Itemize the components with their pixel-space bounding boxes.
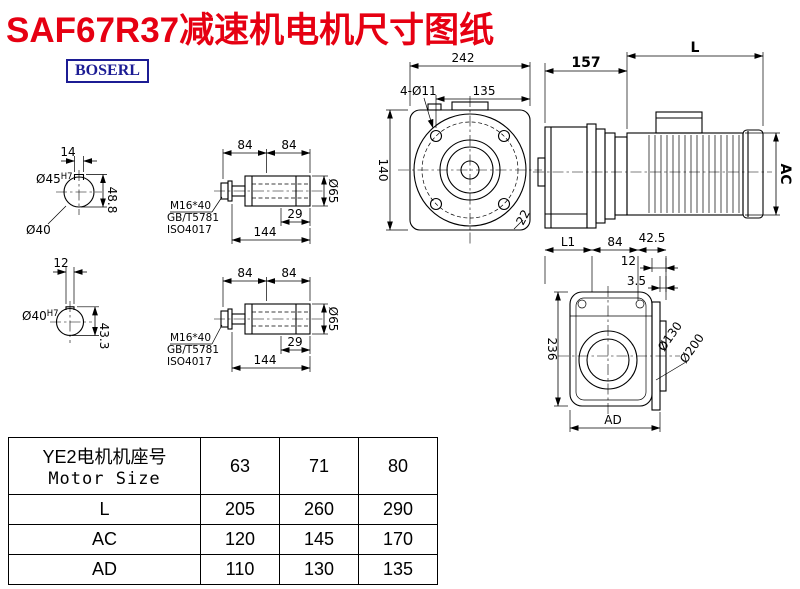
- bore-height-dim: 48.8: [105, 187, 119, 214]
- bolt-hole: [429, 197, 443, 211]
- shaft-end-view-bottom: 12 Ø40H7 43.3: [22, 256, 111, 349]
- motor-size-label-cn: YE2电机机座号: [42, 447, 167, 467]
- value-cell: 120: [200, 524, 280, 555]
- hollow-shaft-view-top: 84 84 29 144 Ø65 M16*40 GB/T5781 ISO4017: [167, 138, 340, 244]
- value-cell: 145: [279, 524, 359, 555]
- total-length-dim: 144: [254, 225, 277, 239]
- bore-dia-label: Ø45H7: [36, 172, 73, 186]
- top-boss: [451, 101, 489, 111]
- motor-size-label-en: Motor Size: [48, 469, 161, 489]
- corner-dim: 22: [513, 207, 533, 227]
- keyway-width-dim: 12: [53, 256, 68, 270]
- value-cell: 170: [358, 524, 438, 555]
- brand-logo: BOSERL: [66, 59, 149, 83]
- shaft-bore: [460, 160, 480, 180]
- upper-dim: 135: [473, 84, 496, 98]
- shaft-end-view-top: 14 Ø45H7 48.8 Ø40: [26, 145, 119, 237]
- l1-dim: L1: [561, 235, 575, 249]
- fan-cover: [742, 129, 764, 219]
- cooling-fins: [648, 135, 740, 213]
- d12-dim: 12: [621, 254, 636, 268]
- motor-flange: [614, 136, 628, 216]
- motor-size-header-cell: YE2电机机座号 Motor Size: [8, 437, 201, 495]
- screw-standard-iso: ISO4017: [167, 356, 212, 368]
- total-length-dim: 144: [254, 353, 277, 367]
- bolt-holes-note: 4-Ø11: [400, 84, 437, 98]
- seg-a-dim: 84: [237, 266, 252, 280]
- screw-standard-gb: GB/T5781: [167, 212, 219, 224]
- value-cell: 135: [358, 554, 438, 585]
- outer-dia-label: Ø40: [26, 223, 51, 237]
- height-dim: 140: [376, 159, 390, 182]
- d35-dim: 3.5: [627, 274, 646, 288]
- terminal-box: [655, 111, 703, 134]
- motor-length-dim: L: [691, 40, 700, 56]
- rear-view: L1 84 42.5 12 3.5 236 AD Ø130: [544, 231, 707, 432]
- shaft-dia-dim: Ø65: [326, 307, 340, 332]
- keyway-slot: [73, 173, 85, 180]
- keyway-width-dim: 14: [60, 145, 75, 159]
- value-cell: 290: [358, 494, 438, 525]
- height-dim: 236: [545, 338, 559, 361]
- row-label: AD: [8, 554, 201, 585]
- row-label: AC: [8, 524, 201, 555]
- bore-height-dim: 43.3: [97, 323, 111, 350]
- screw-standard-iso: ISO4017: [167, 224, 212, 236]
- page-title: SAF67R37减速机电机尺寸图纸: [6, 11, 495, 50]
- size-71-cell: 71: [279, 437, 359, 495]
- value-cell: 260: [279, 494, 359, 525]
- bolt-hole: [429, 129, 443, 143]
- table-row-AC: AC 120 145 170: [8, 524, 438, 555]
- bolt-hole: [497, 129, 511, 143]
- screw-spec: M16*40: [170, 332, 211, 344]
- bore-dia-label: Ø40H7: [22, 309, 59, 323]
- mid-dim: 84: [607, 235, 622, 249]
- table-row-AD: AD 110 130 135: [8, 554, 438, 585]
- bore-circle: [55, 307, 85, 337]
- motor-size-table: YE2电机机座号 Motor Size 63 71 80 L 205 260 2…: [8, 437, 438, 585]
- key-length-dim: 29: [287, 207, 302, 221]
- seg-a-dim: 84: [237, 138, 252, 152]
- seg-b-dim: 84: [281, 266, 296, 280]
- gear-length-dim: 157: [571, 55, 600, 71]
- value-cell: 130: [279, 554, 359, 585]
- key-length-dim: 29: [287, 335, 302, 349]
- depth-dim: AD: [604, 413, 621, 427]
- shaft-body: [244, 175, 311, 207]
- shaft-body: [244, 303, 311, 335]
- bore-circle: [63, 176, 95, 208]
- flange-dim: 42.5: [639, 231, 666, 245]
- bolt-hole: [635, 299, 645, 309]
- bolt-hole: [497, 197, 511, 211]
- keyway-slot: [65, 306, 75, 310]
- flange-circle: [413, 113, 527, 227]
- side-view: 157 L AC: [533, 40, 793, 229]
- value-cell: 205: [200, 494, 280, 525]
- output-bore-circle: [578, 330, 638, 390]
- size-80-cell: 80: [358, 437, 438, 495]
- motor-dia-dim: AC: [777, 163, 793, 184]
- bolt-circle: [421, 121, 519, 219]
- table-header-row: YE2电机机座号 Motor Size 63 71 80: [8, 437, 438, 495]
- technical-drawing: 14 Ø45H7 48.8 Ø40 12 Ø40H7 43.3: [22, 40, 793, 432]
- width-dim: 242: [452, 51, 475, 65]
- front-view: 242 135 4-Ø11 140 22: [376, 51, 542, 244]
- row-label: L: [8, 494, 201, 525]
- shaft-dia-dim: Ø65: [326, 179, 340, 204]
- hollow-shaft-view-bottom: 84 84 29 144 Ø65 M16*40 GB/T5781 ISO4017: [167, 266, 340, 372]
- bolt-hole: [577, 299, 587, 309]
- table-row-L: L 205 260 290: [8, 494, 438, 525]
- seg-b-dim: 84: [281, 138, 296, 152]
- value-cell: 110: [200, 554, 280, 585]
- outer-dia-label: Ø200: [677, 331, 707, 366]
- screw-standard-gb: GB/T5781: [167, 344, 219, 356]
- size-63-cell: 63: [200, 437, 280, 495]
- flange-pilot: [659, 320, 667, 392]
- screw-spec: M16*40: [170, 200, 211, 212]
